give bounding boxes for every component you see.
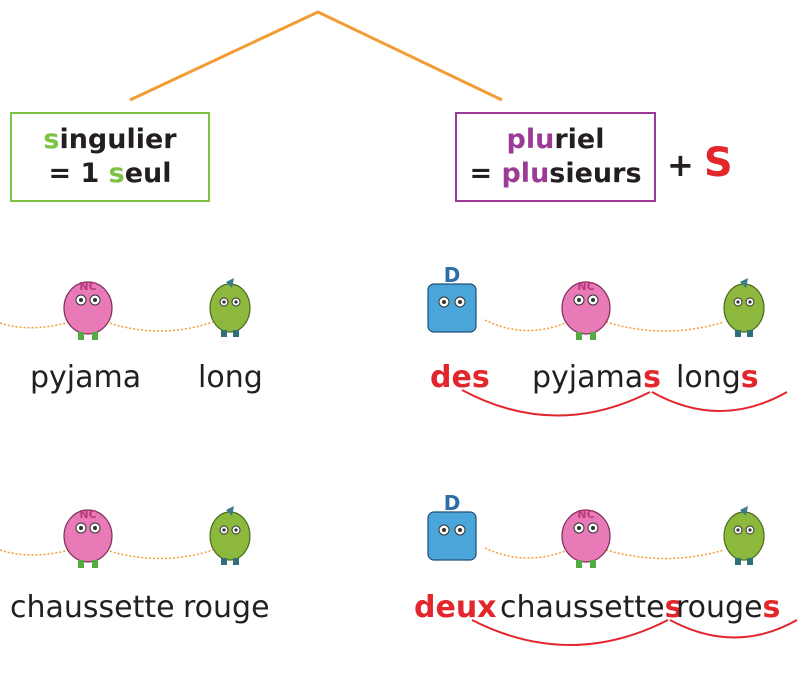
plural-ending: s xyxy=(762,590,781,625)
dotted-link xyxy=(105,321,214,332)
noun-stem: chaussette xyxy=(500,590,665,625)
agreement-arc xyxy=(669,619,798,639)
highlight-plu: plu xyxy=(506,124,555,155)
row1-left-adjective: long xyxy=(198,360,263,395)
adjective-stem: rouge xyxy=(676,590,763,625)
tree-branch xyxy=(129,10,503,102)
plural-definition: sieurs xyxy=(549,158,642,189)
agreement-arc xyxy=(471,619,669,646)
singular-word: ingulier xyxy=(59,124,177,155)
noun-monster-icon: NC xyxy=(561,280,611,340)
plural-equals: = xyxy=(469,158,502,189)
dotted-link xyxy=(605,549,725,560)
row1-right-noun: pyjamas xyxy=(532,360,661,395)
row2-left-noun: chaussette xyxy=(10,590,175,625)
noun-monster-icon: NC xyxy=(63,280,113,340)
dotted-link xyxy=(105,549,214,560)
agreement-arc xyxy=(651,391,788,412)
dotted-link xyxy=(605,321,725,332)
determiner-monster-icon: D xyxy=(427,263,477,333)
plus-sign: + xyxy=(667,146,694,184)
singular-definition: eul xyxy=(124,158,172,189)
noun-monster-icon: NC xyxy=(63,508,113,568)
noun-monster-label: NC xyxy=(79,508,96,521)
plural-ending: s xyxy=(664,590,683,625)
highlight-plu: plu xyxy=(501,158,550,189)
determiner-word: des xyxy=(430,360,490,395)
determiner-monster-label: D xyxy=(444,491,461,515)
plural-word: riel xyxy=(554,124,605,155)
singular-equals: = 1 xyxy=(48,158,109,189)
dotted-link xyxy=(484,319,569,332)
row2-right-noun: chaussettes xyxy=(500,590,682,625)
singular-line-1: singulier xyxy=(12,123,208,157)
noun-monster-label: NC xyxy=(577,280,594,293)
singular-line-2: = 1 seul xyxy=(12,157,208,191)
plural-s-letter: S xyxy=(703,140,733,186)
highlight-s: s xyxy=(43,124,60,155)
noun-monster-label: NC xyxy=(577,508,594,521)
adjective-monster-icon xyxy=(723,506,765,565)
singular-box: singulier = 1 seul xyxy=(10,112,210,202)
adjective-monster-icon xyxy=(209,278,251,337)
agreement-arc xyxy=(461,389,651,417)
adjective-monster-icon xyxy=(209,506,251,565)
dotted-link xyxy=(0,549,71,556)
row2-right-determiner: deux xyxy=(414,590,497,625)
adjective-monster-icon xyxy=(723,278,765,337)
dotted-link xyxy=(484,547,569,559)
adjective-stem: long xyxy=(676,360,741,395)
determiner-monster-label: D xyxy=(444,263,461,287)
row1-right-adjective: longs xyxy=(676,360,759,395)
row1-left-noun: pyjama xyxy=(30,360,142,395)
plural-line-1: pluriel xyxy=(457,123,654,157)
plus-s-rule: +S xyxy=(667,140,733,186)
determiner-word: deux xyxy=(414,590,497,625)
highlight-s: s xyxy=(108,158,125,189)
plural-ending: s xyxy=(643,360,661,395)
noun-monster-label: NC xyxy=(79,280,96,293)
plural-line-2: = plusieurs xyxy=(457,157,654,191)
dotted-link xyxy=(0,321,71,329)
noun-stem: pyjama xyxy=(532,360,644,395)
row1-right-determiner: des xyxy=(430,360,490,395)
row2-right-adjective: rouges xyxy=(676,590,780,625)
plural-box: pluriel = plusieurs xyxy=(455,112,656,202)
row2-left-adjective: rouge xyxy=(183,590,270,625)
plural-ending: s xyxy=(740,360,759,395)
determiner-monster-icon: D xyxy=(427,491,477,561)
noun-monster-icon: NC xyxy=(561,508,611,568)
